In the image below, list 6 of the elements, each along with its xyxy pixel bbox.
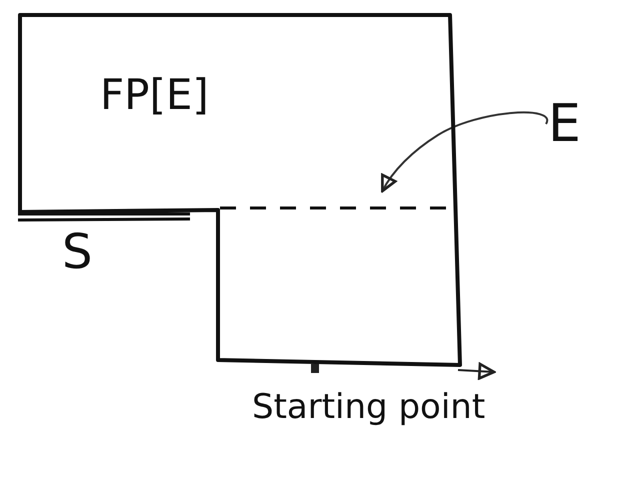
boundary-label: S — [62, 228, 92, 276]
region-label: FP[E] — [100, 74, 209, 116]
point-label: Starting point — [252, 390, 486, 424]
edge-name: E — [548, 98, 581, 150]
leader-line — [381, 111, 548, 192]
region-outline — [16, 12, 464, 368]
